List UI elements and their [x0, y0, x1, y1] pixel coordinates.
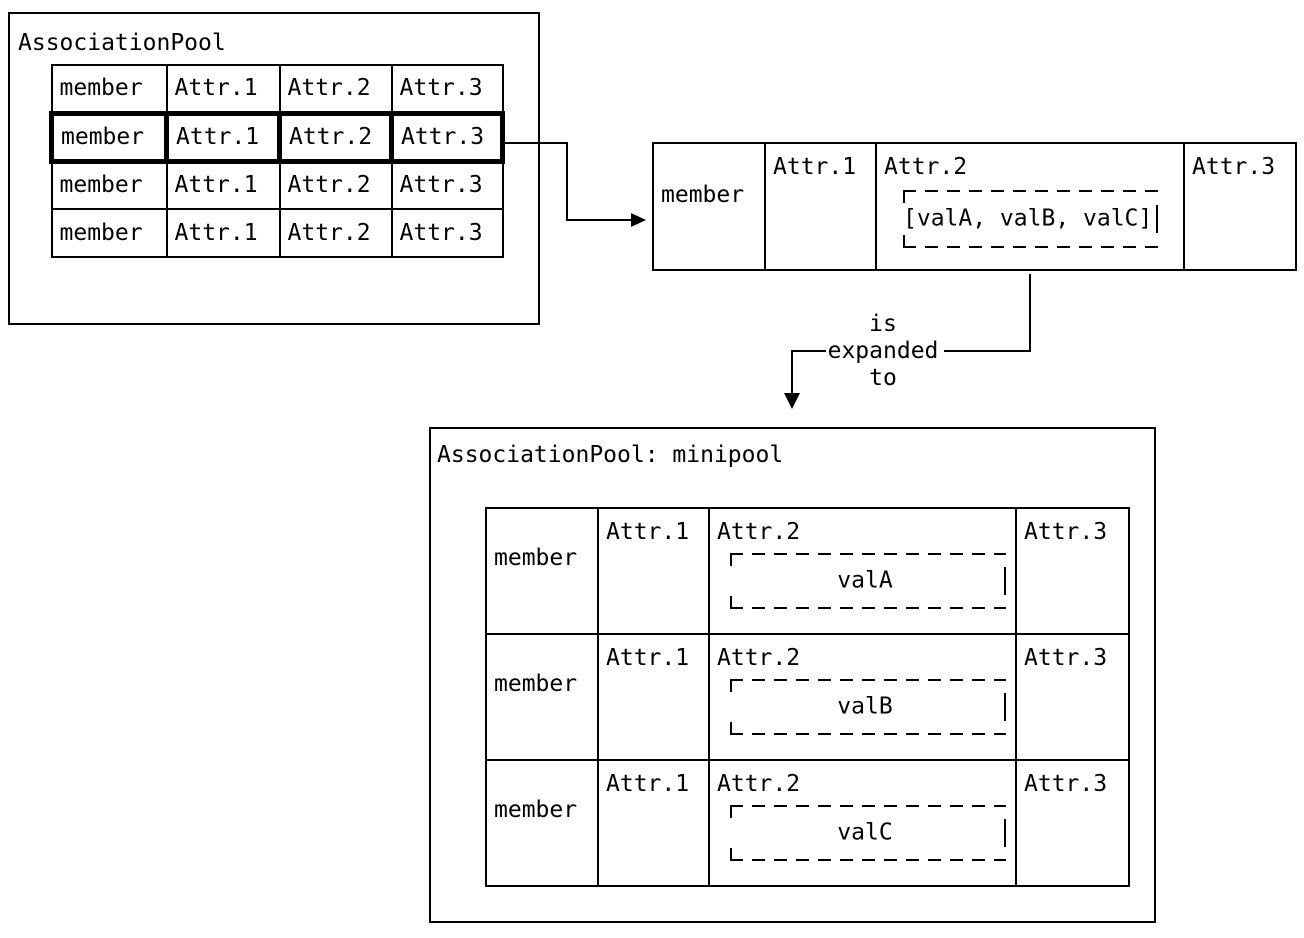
pool3-valA-box: valA [730, 553, 1006, 609]
dashed-line [903, 190, 1158, 192]
pool3-valA-value: valA [837, 567, 893, 594]
arrow1-segment-2 [566, 142, 568, 221]
pool1-row-1: member Attr.1 Attr.2 Attr.3 [50, 64, 504, 114]
arrow2-segment-3 [791, 350, 826, 352]
pool3-member-cell: member [485, 759, 599, 887]
arrow2-segment-2 [944, 350, 1031, 352]
pool2-attr1-cell: Attr.1 [764, 142, 877, 271]
pool3-attr2-cell: Attr.2 valA [708, 507, 1017, 635]
pool1-row-2-highlighted: member Attr.1 Attr.2 Attr.3 [49, 110, 505, 164]
pool1-cell: Attr.1 [164, 110, 282, 164]
dashed-line [730, 859, 1006, 861]
pool3-member-cell: member [485, 507, 599, 635]
pool3-attr3-cell: Attr.3 [1015, 633, 1130, 761]
pool1-cell: member [50, 64, 168, 114]
arrow1-segment-1 [503, 142, 568, 144]
arrow2-down-arrowhead-icon [784, 393, 800, 409]
pool1-cell: Attr.3 [389, 110, 505, 164]
pool1-cell: Attr.3 [390, 64, 504, 114]
pool3-valB-box: valB [730, 679, 1006, 735]
association-pool-box: AssociationPool member Attr.1 Attr.2 Att… [8, 12, 540, 325]
dashed-box-right-tick [1004, 567, 1006, 595]
pool1-title: AssociationPool [18, 30, 226, 56]
arrow2-segment-1 [1029, 274, 1031, 352]
pool2-member-cell: member [652, 142, 766, 271]
pool1-cell: member [49, 110, 169, 164]
arrow1-right-arrowhead-icon [631, 213, 646, 227]
pool3-row-valB: member Attr.1 Attr.2 valB Attr.3 [485, 633, 1130, 761]
pool3-attr3-cell: Attr.3 [1015, 507, 1130, 635]
pool3-row-valC: member Attr.1 Attr.2 valC Attr.3 [485, 759, 1130, 887]
pool3-title: AssociationPool: minipool [437, 442, 784, 468]
pool3-attr2-cell: Attr.2 valC [708, 759, 1017, 887]
dashed-line [730, 733, 1006, 735]
pool1-cell: Attr.1 [165, 64, 281, 114]
pool1-cell: Attr.2 [278, 208, 393, 258]
pool1-row-3: member Attr.1 Attr.2 Attr.3 [50, 160, 504, 210]
pool3-table: member Attr.1 Attr.2 valA Attr.3 member … [485, 507, 1130, 887]
pool1-cell: Attr.1 [165, 160, 281, 210]
pool1-cell: member [50, 160, 168, 210]
dashed-line [730, 553, 1006, 555]
arrow2-segment-4 [791, 350, 793, 394]
pool3-attr1-cell: Attr.1 [597, 759, 710, 887]
minipool-box: AssociationPool: minipool member Attr.1 … [429, 427, 1156, 923]
dashed-line [730, 805, 1006, 807]
pool1-cell: Attr.2 [278, 64, 393, 114]
pool2-attr2-label: Attr.2 [884, 154, 968, 180]
dashed-line [730, 679, 1006, 681]
pool2-attr2-value: [valA, valB, valC] [903, 205, 1153, 232]
pool1-cell: Attr.3 [390, 208, 504, 258]
pool3-member-cell: member [485, 633, 599, 761]
expand-label-line3: to [869, 365, 897, 391]
pool1-row-4: member Attr.1 Attr.2 Attr.3 [50, 208, 504, 258]
dashed-box-right-tick [1004, 693, 1006, 721]
pool2-attr2-cell: Attr.2 [valA, valB, valC] [875, 142, 1185, 271]
pool3-attr1-cell: Attr.1 [597, 633, 710, 761]
pool2-row: member Attr.1 Attr.2 [valA, valB, valC] … [652, 142, 1297, 271]
pool1-cell: member [50, 208, 168, 258]
expand-label-line2: expanded [827, 338, 939, 364]
expand-label-line1: is [869, 311, 897, 337]
dashed-line [730, 607, 1006, 609]
pool1-cell: Attr.3 [390, 160, 504, 210]
pool3-attr1-cell: Attr.1 [597, 507, 710, 635]
pool3-valC-value: valC [837, 819, 893, 846]
pool3-attr2-cell: Attr.2 valB [708, 633, 1017, 761]
pool1-table: member Attr.1 Attr.2 Attr.3 member Attr.… [49, 64, 505, 258]
dashed-box-right-tick [1156, 205, 1158, 233]
pool3-valC-box: valC [730, 805, 1006, 861]
pool1-cell: Attr.2 [277, 110, 394, 164]
pool1-cell: Attr.2 [278, 160, 393, 210]
pool3-attr3-cell: Attr.3 [1015, 759, 1130, 887]
pool3-attr2-label: Attr.2 [717, 519, 801, 545]
pool2-attr3-cell: Attr.3 [1183, 142, 1297, 271]
pool3-row-valA: member Attr.1 Attr.2 valA Attr.3 [485, 507, 1130, 635]
pool3-attr2-label: Attr.2 [717, 771, 801, 797]
dashed-line [903, 246, 1158, 248]
pool2-table: member Attr.1 Attr.2 [valA, valB, valC] … [652, 142, 1297, 271]
is-expanded-to-label: is expanded to [813, 311, 953, 392]
pool1-cell: Attr.1 [165, 208, 281, 258]
pool2-attr2-value-box: [valA, valB, valC] [903, 190, 1158, 248]
dashed-box-right-tick [1004, 819, 1006, 847]
arrow1-segment-3 [566, 219, 632, 221]
pool3-attr2-label: Attr.2 [717, 645, 801, 671]
pool3-valB-value: valB [837, 693, 893, 720]
